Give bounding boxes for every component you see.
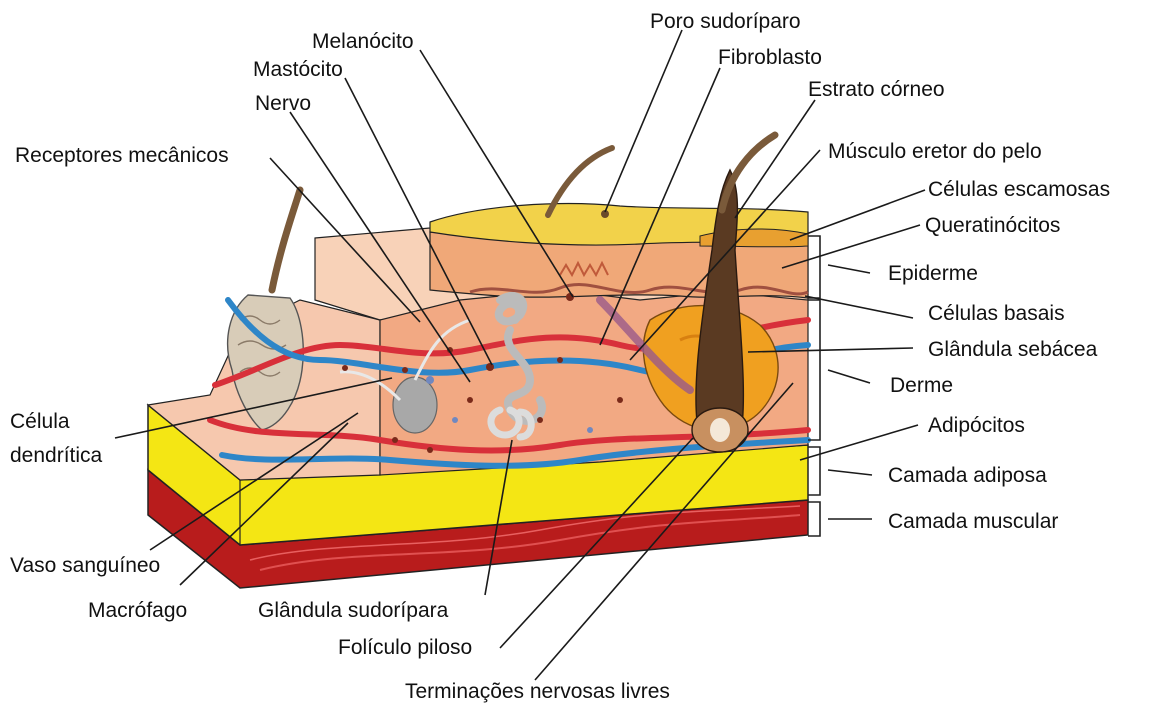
label-receptores-mecanicos: Receptores mecânicos: [15, 144, 229, 167]
label-melanocito: Melanócito: [312, 30, 414, 53]
label-celulas-basais: Células basais: [928, 302, 1065, 325]
label-foliculo-piloso: Folículo piloso: [338, 636, 472, 659]
label-glandula-sebacea: Glândula sebácea: [928, 338, 1098, 361]
nerve-bundle: [393, 377, 437, 433]
label-fibroblasto: Fibroblasto: [718, 46, 822, 69]
label-poro-sudoriparo: Poro sudoríparo: [650, 10, 801, 33]
label-nervo: Nervo: [255, 92, 311, 115]
label-camada-muscular: Camada muscular: [888, 510, 1058, 533]
label-celula-dendritica-line1: Célula: [10, 410, 70, 433]
label-vaso-sanguineo: Vaso sanguíneo: [10, 554, 160, 577]
label-camada-adiposa: Camada adiposa: [888, 464, 1047, 487]
label-derme: Derme: [890, 374, 953, 397]
label-glandula-sudoripara: Glândula sudorípara: [258, 599, 449, 622]
label-queratinocitos: Queratinócitos: [925, 214, 1060, 237]
label-celula-dendritica-line2: dendrítica: [10, 444, 103, 467]
label-celulas-escamosas: Células escamosas: [928, 178, 1110, 201]
label-epiderme: Epiderme: [888, 262, 978, 285]
label-terminacoes-nervosas: Terminações nervosas livres: [405, 680, 670, 703]
muscle-bracket: [808, 502, 820, 536]
label-macrofago: Macrófago: [88, 599, 187, 622]
label-mastocito: Mastócito: [253, 58, 343, 81]
epidermis-bracket: [808, 236, 820, 298]
label-adipocitos: Adipócitos: [928, 414, 1025, 437]
label-estrato-corneo: Estrato córneo: [808, 78, 945, 101]
skin-block-illustration: [148, 135, 820, 588]
label-musculo-eretor: Músculo eretor do pelo: [828, 140, 1042, 163]
